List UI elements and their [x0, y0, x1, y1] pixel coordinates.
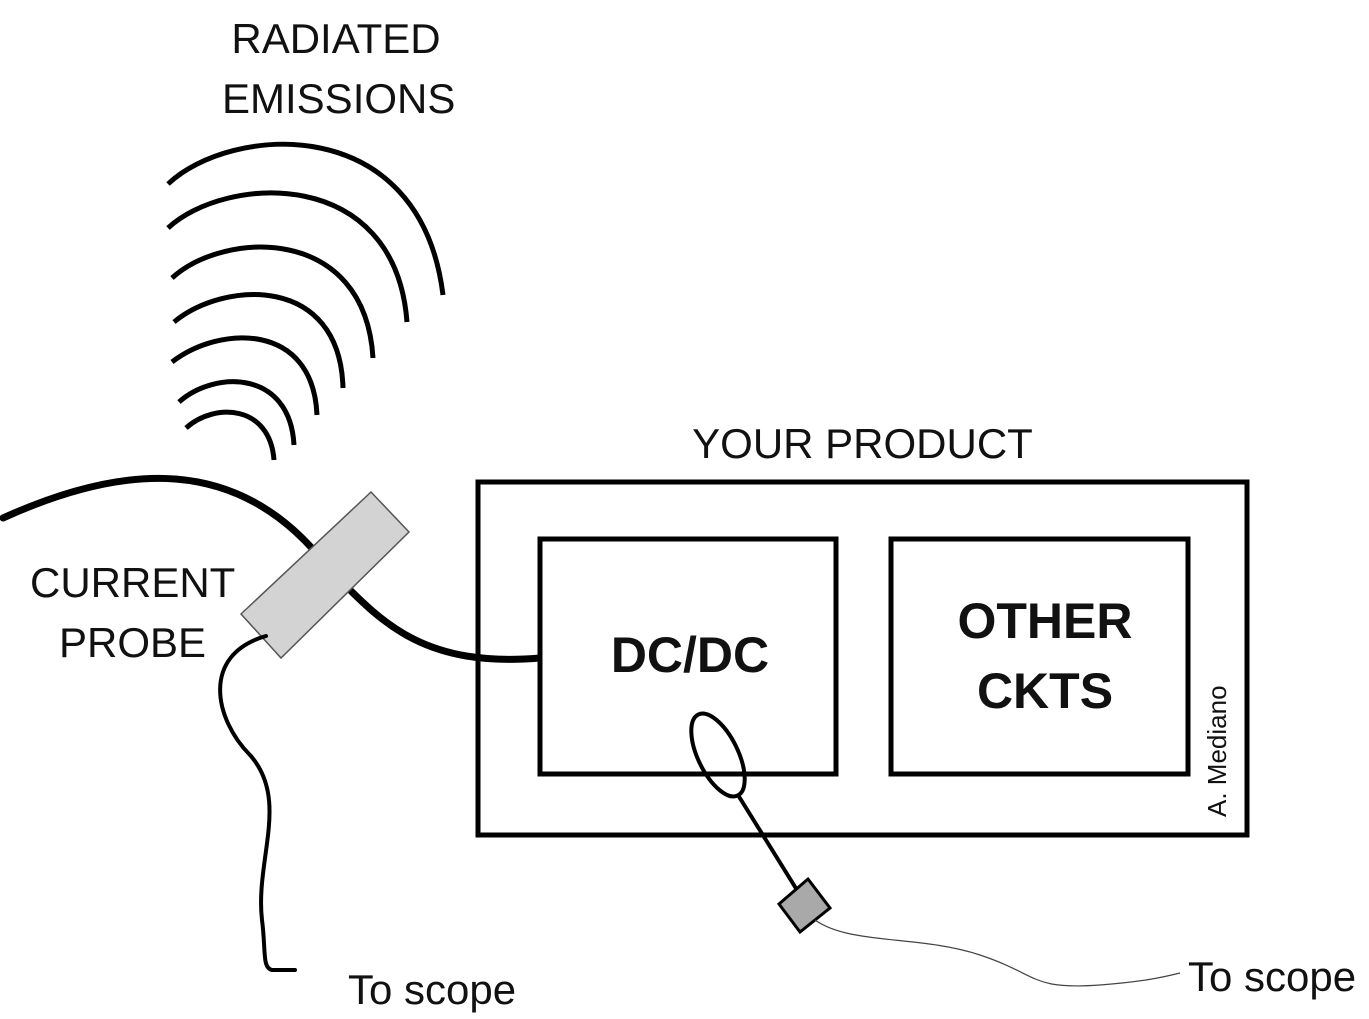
current-probe-clamp: [239, 490, 411, 660]
emission-arc-1: [166, 141, 446, 296]
emission-arc-4: [172, 292, 346, 389]
emission-arc-2: [166, 190, 410, 323]
near-field-probe-head: [776, 876, 833, 935]
author-credit: A. Mediano: [1202, 685, 1232, 817]
other-circuits-label-line1: OTHER: [957, 593, 1133, 649]
near-field-probe-cable: [814, 919, 1181, 987]
radiated-emissions-label-line2: EMISSIONS: [222, 75, 456, 122]
current-probe-label-line1: CURRENT: [30, 559, 236, 606]
dcdc-block: [537, 536, 839, 777]
radiated-emission-waves: [166, 141, 446, 461]
product-enclosure: [475, 479, 1250, 838]
current-probe-lead: [218, 634, 297, 972]
emission-arc-3: [170, 244, 376, 359]
emission-arc-7: [184, 409, 277, 461]
radiated-emissions-label-line1: RADIATED: [231, 15, 441, 62]
current-probe-label-line2: PROBE: [58, 619, 207, 666]
your-product-label: YOUR PRODUCT: [692, 420, 1033, 467]
other-circuits-label-line2: CKTS: [976, 663, 1114, 719]
near-field-probe-shaft: [736, 793, 799, 892]
emission-arc-5: [170, 335, 320, 416]
other-circuits-block: [888, 536, 1191, 777]
dcdc-label: DC/DC: [610, 627, 770, 683]
to-scope-label-left: To scope: [348, 966, 517, 1013]
to-scope-label-right: To scope: [1188, 953, 1357, 1000]
emission-arc-6: [177, 379, 297, 446]
